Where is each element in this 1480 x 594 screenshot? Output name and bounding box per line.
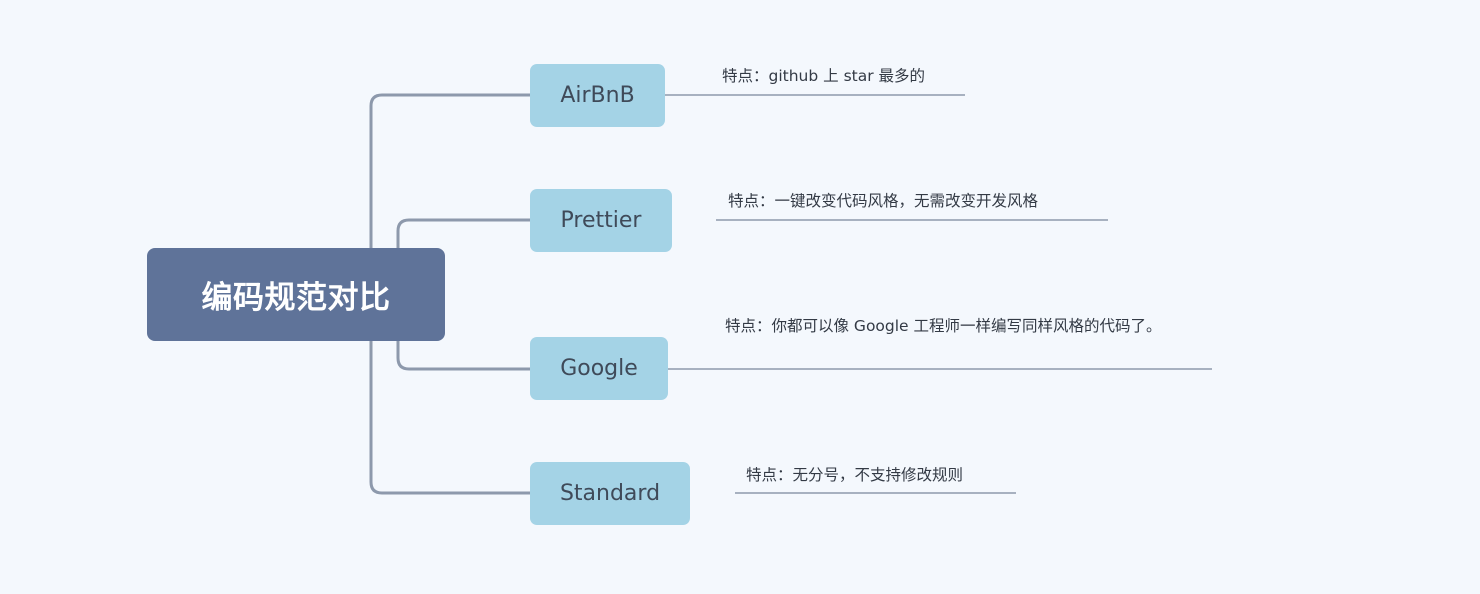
topic-google[interactable]: Google — [530, 337, 668, 400]
note-airbnb: 特点：github 上 star 最多的 — [722, 67, 926, 85]
topic-prettier-label: Prettier — [560, 208, 642, 233]
connector-google — [396, 341, 530, 371]
note-standard: 特点：无分号，不支持修改规则 — [746, 466, 964, 484]
topic-airbnb[interactable]: AirBnB — [530, 64, 665, 127]
connector-trunk-outer — [369, 93, 530, 248]
topic-standard-label: Standard — [559, 481, 661, 506]
topic-airbnb-label: AirBnB — [560, 83, 635, 108]
connector-prettier — [396, 218, 530, 248]
topic-standard[interactable]: Standard — [530, 462, 690, 525]
note-google: 特点：你都可以像 Google 工程师一样编写同样风格的代码了。 — [725, 317, 1162, 335]
root-topic[interactable]: 编码规范对比 — [147, 248, 445, 341]
connector-trunk-outer-bottom — [369, 341, 530, 495]
root-topic-label: 编码规范对比 — [201, 280, 391, 316]
note-prettier: 特点：一键改变代码风格，无需改变开发风格 — [728, 192, 1039, 210]
topic-google-label: Google — [560, 356, 638, 381]
topic-prettier[interactable]: Prettier — [530, 189, 672, 252]
